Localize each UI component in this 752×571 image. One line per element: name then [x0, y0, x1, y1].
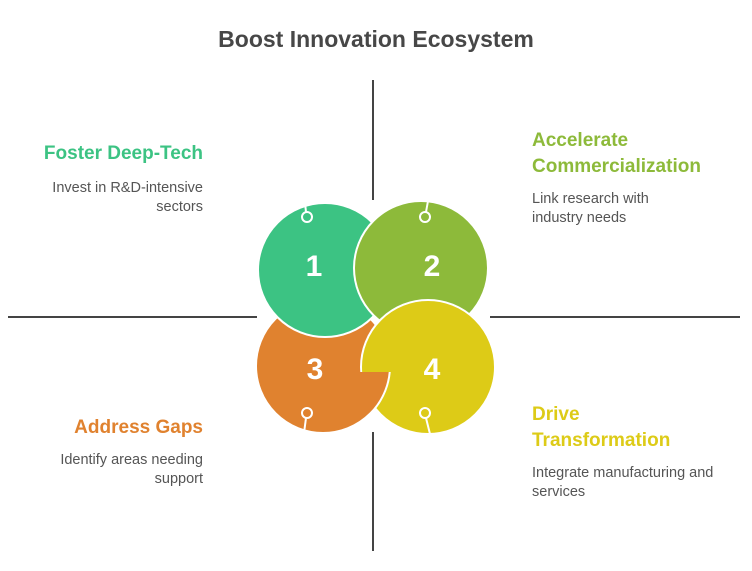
axis-lines	[8, 80, 740, 551]
item-body: Link research with industry needs	[532, 191, 649, 226]
ring-icon-2	[419, 211, 431, 223]
circle-3-overlap	[255, 372, 391, 434]
connector-rings	[301, 200, 431, 435]
item-heading: Foster Deep-Tech	[43, 143, 203, 164]
ring-icon-3	[301, 407, 313, 419]
number-3: 3	[307, 353, 324, 386]
ring-icon-1	[301, 211, 313, 223]
item-heading: Drive Transformation	[532, 404, 671, 451]
number-4: 4	[424, 353, 441, 386]
item-address-gaps: Address Gaps Identify areas needing supp…	[0, 415, 203, 489]
diagram-title: Boost Innovation Ecosystem	[218, 26, 534, 52]
number-1: 1	[306, 250, 323, 283]
item-foster-deep-tech: Foster Deep-Tech Invest in R&D-intensive…	[0, 141, 203, 217]
item-body: Identify areas needing support	[60, 452, 203, 487]
ring-icon-4	[419, 407, 431, 419]
item-body: Invest in R&D-intensive sectors	[52, 180, 203, 215]
item-body: Integrate manufacturing and services	[532, 465, 714, 500]
circle-4	[360, 299, 496, 435]
item-heading: Address Gaps	[74, 417, 203, 438]
item-accelerate-commercialization: Accelerate Commercialization Link resear…	[532, 128, 732, 228]
number-2: 2	[424, 250, 441, 283]
item-heading: Accelerate Commercialization	[532, 130, 701, 177]
item-drive-transformation: Drive Transformation Integrate manufactu…	[532, 402, 732, 502]
